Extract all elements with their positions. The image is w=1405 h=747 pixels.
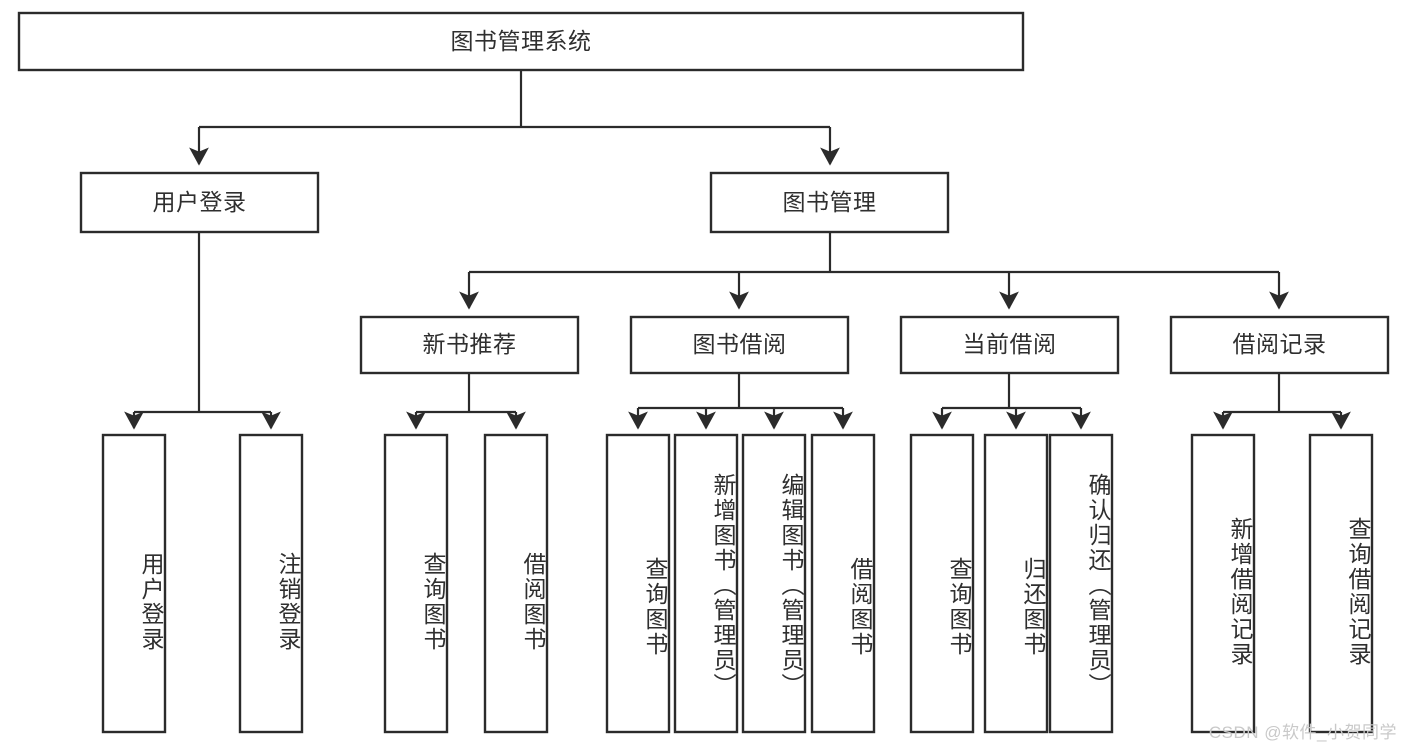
node-box-book-manage[interactable] <box>709 171 950 234</box>
node-box-user-login[interactable] <box>79 171 320 234</box>
node-box-leaf-query-book-1[interactable] <box>383 433 449 734</box>
connector-group-book-borrow <box>628 373 853 430</box>
node-box-current-borrow[interactable] <box>899 315 1120 375</box>
node-box-leaf-query-book-2[interactable] <box>605 433 671 734</box>
node-box-leaf-edit-book[interactable] <box>741 433 807 734</box>
connector-group-book-manage <box>459 232 1289 310</box>
node-box-leaf-query-book-3[interactable] <box>909 433 975 734</box>
node-box-leaf-query-record[interactable] <box>1308 433 1374 734</box>
node-box-leaf-add-book[interactable] <box>673 433 739 734</box>
node-box-leaf-return-book[interactable] <box>983 433 1049 734</box>
node-box-leaf-add-record[interactable] <box>1190 433 1256 734</box>
node-box-new-book-recommend[interactable] <box>359 315 580 375</box>
node-box-book-borrow[interactable] <box>629 315 850 375</box>
node-box-leaf-logout[interactable] <box>238 433 304 734</box>
connector-group-user-login <box>124 232 281 430</box>
connector-group-borrow-record <box>1213 373 1351 430</box>
node-box-borrow-record[interactable] <box>1169 315 1390 375</box>
node-box-leaf-borrow-book-1[interactable] <box>483 433 549 734</box>
connector-group-root <box>189 70 840 166</box>
node-box-leaf-confirm-return[interactable] <box>1048 433 1114 734</box>
node-box-root[interactable] <box>17 11 1025 72</box>
watermark-text: CSDN @软件_小贺同学 <box>1208 723 1397 742</box>
connector-group-current-borrow <box>932 373 1091 430</box>
node-box-leaf-user-login[interactable] <box>101 433 167 734</box>
node-box-leaf-borrow-book-2[interactable] <box>810 433 876 734</box>
connector-group-new-book-recommend <box>406 373 526 430</box>
